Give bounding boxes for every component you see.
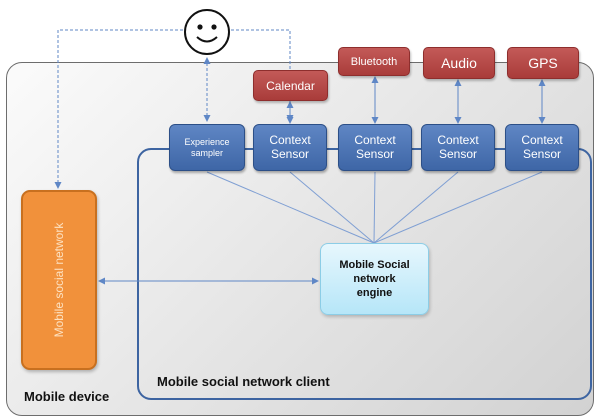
- audio-label: Audio: [441, 55, 477, 71]
- context-sensor-2-label-line-1: Context: [354, 132, 396, 147]
- social-app-label: Mobile social network: [52, 222, 66, 338]
- context-sensor-2-label-line-2: Sensor: [355, 146, 395, 161]
- bluetooth-label: Bluetooth: [350, 55, 398, 68]
- context-sensor-4-label-line-1: Context: [521, 132, 563, 147]
- context-sensor-box-1: Context Sensor: [253, 124, 327, 171]
- experience-sampler-box: Experience sampler: [169, 124, 245, 171]
- sensor4-to-engine-line: [373, 171, 543, 244]
- sensor1-to-engine-line: [289, 171, 375, 244]
- client-label: Mobile social network client: [157, 374, 330, 389]
- engine-label: Mobile Social network engine: [339, 258, 410, 300]
- mobile-social-network-app-box: Mobile social network: [21, 190, 97, 370]
- gps-box: GPS: [507, 47, 579, 79]
- context-sensor-1-label-line-1: Context: [269, 132, 311, 147]
- mobile-device-label: Mobile device: [24, 389, 110, 404]
- context-sensor-4-label-line-2: Sensor: [522, 146, 562, 161]
- sampler-to-engine-line: [206, 171, 375, 244]
- context-sensor-3-label-line-1: Context: [437, 132, 479, 147]
- context-sensor-1-label-line-2: Sensor: [270, 146, 310, 161]
- audio-box: Audio: [423, 47, 495, 79]
- bluetooth-box: Bluetooth: [338, 47, 410, 76]
- context-sensor-box-2: Context Sensor: [338, 124, 412, 171]
- context-sensor-box-3: Context Sensor: [421, 124, 495, 171]
- mobile-device-frame: [6, 62, 594, 416]
- experience-sampler-label-line-2: sampler: [190, 147, 223, 158]
- context-sensor-box-4: Context Sensor: [505, 124, 579, 171]
- context-sensor-3-label-line-2: Sensor: [438, 146, 478, 161]
- calendar-box: Calendar: [253, 70, 328, 101]
- sensor3-to-engine-line: [373, 171, 459, 244]
- user-to-social-app-connector: [54, 29, 183, 189]
- smiley-face-icon: [184, 9, 230, 55]
- experience-sampler-label-line-1: Experience: [184, 137, 230, 148]
- social-network-engine-box: Mobile Social network engine: [320, 243, 429, 315]
- gps-label: GPS: [528, 55, 558, 71]
- calendar-label: Calendar: [266, 78, 315, 93]
- sensor2-to-engine-line: [373, 171, 376, 244]
